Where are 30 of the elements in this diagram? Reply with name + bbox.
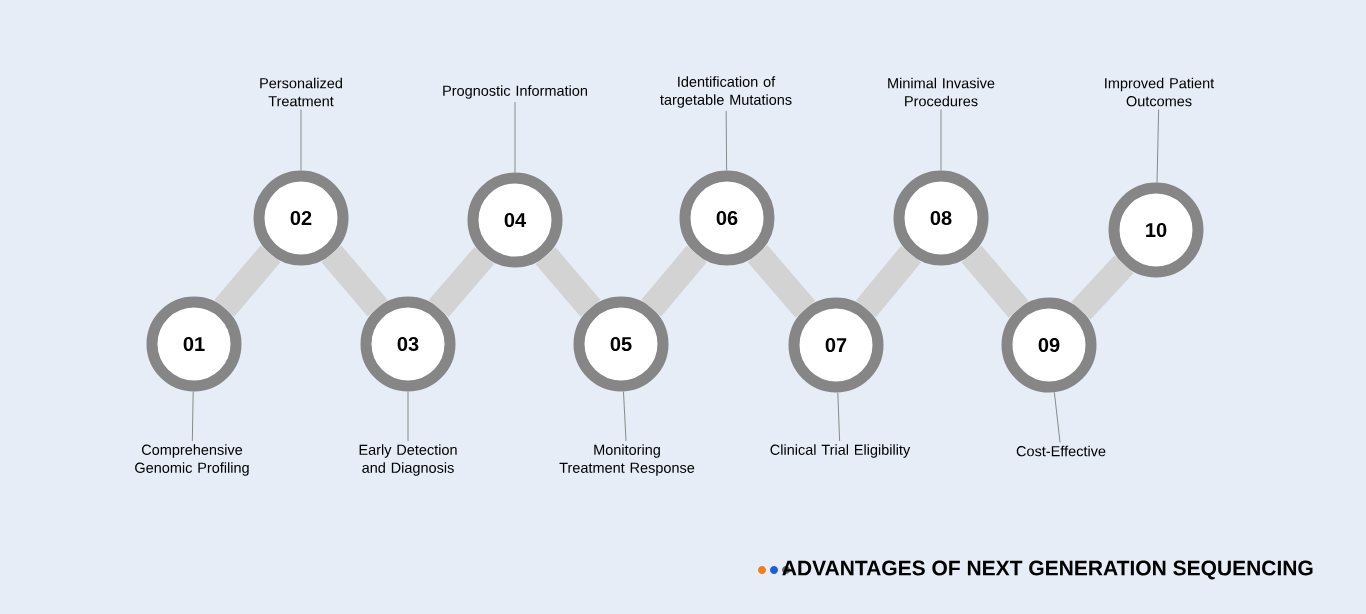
connector-band	[641, 245, 707, 317]
item-label: Prognostic Information	[443, 85, 587, 99]
item-label: Monitoring Treatment Response	[559, 444, 695, 476]
leader-line	[940, 109, 942, 171]
item-label: Minimal Invasive Procedures	[888, 77, 995, 107]
leader-line	[407, 391, 409, 442]
leader-line	[837, 391, 841, 442]
connector-band	[855, 245, 922, 318]
connector-band	[428, 247, 495, 317]
title: ADVANTAGES OF NEXT GENERATION SEQUENCING	[782, 560, 1313, 580]
leader-line	[1053, 391, 1061, 443]
item-label: Identification of targetable Mutations	[660, 76, 792, 108]
item-label: Improved Patient Outcomes	[1105, 77, 1215, 107]
leader-line	[514, 101, 516, 173]
connector-band	[214, 245, 281, 317]
connector-band	[961, 245, 1029, 318]
item-label: Clinical Trial Eligibility	[770, 444, 911, 458]
connector-band	[321, 245, 388, 317]
leader-line	[725, 110, 728, 171]
leader-line	[1156, 109, 1160, 183]
leader-line	[300, 109, 302, 171]
item-label: Early Detection and Diagnosis	[359, 444, 457, 476]
leader-line	[622, 390, 627, 442]
item-label: Cost-Effective	[1016, 445, 1106, 457]
leader-line	[191, 391, 194, 442]
item-label: Comprehensive Genomic Profiling	[135, 444, 249, 476]
item-label: Personalized Treatment	[260, 77, 342, 107]
connector-band	[535, 247, 601, 317]
connector-band	[747, 245, 816, 318]
connector-band	[1071, 255, 1134, 320]
